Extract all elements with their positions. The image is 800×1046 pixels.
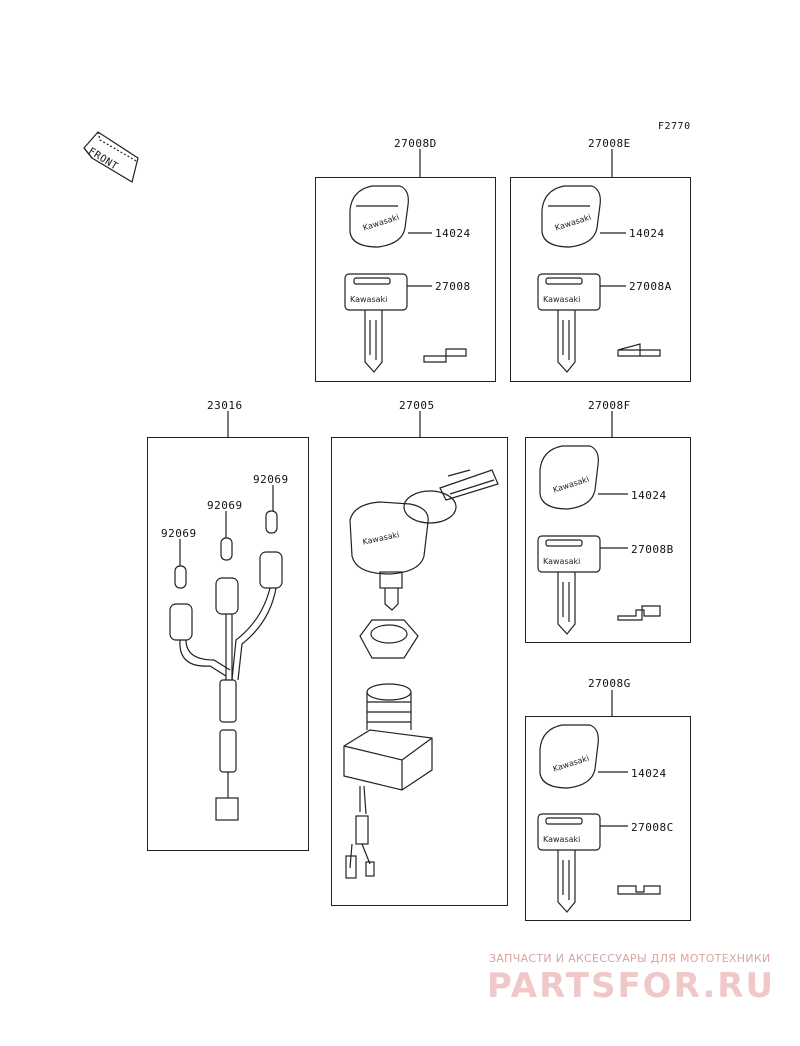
group-box-27008d (315, 177, 496, 382)
group-box-27008e (510, 177, 691, 382)
harness-drawing (169, 510, 283, 821)
part-number-key-cap: 14024 (631, 489, 667, 502)
part-number-fuse: 92069 (253, 473, 289, 486)
part-number-23016: 23016 (207, 399, 243, 412)
key-shape-symbol (617, 343, 661, 357)
key-drawing: Kawasaki (344, 273, 408, 373)
key-shape-symbol (423, 348, 467, 363)
part-number-key: 27008B (631, 543, 674, 556)
group-box-27005 (331, 437, 508, 906)
key-drawing: Kawasaki (537, 273, 601, 373)
part-number-key-cap: 14024 (629, 227, 665, 240)
svg-text:Kawasaki: Kawasaki (543, 295, 580, 304)
part-number-27005: 27005 (399, 399, 435, 412)
watermark-tagline: ЗАПЧАСТИ И АКСЕССУАРЫ ДЛЯ МОТОТЕХНИКИ (489, 952, 771, 965)
part-number-key-cap: 14024 (631, 767, 667, 780)
part-number-key-cap: 14024 (435, 227, 471, 240)
svg-text:Kawasaki: Kawasaki (543, 835, 580, 844)
key-shape-symbol (617, 885, 661, 895)
part-number-key: 27008 (435, 280, 471, 293)
part-number-27008d: 27008D (394, 137, 437, 150)
figure-code: F2770 (658, 121, 691, 132)
front-arrow-icon (83, 131, 139, 183)
group-box-27008f (525, 437, 691, 643)
part-number-27008g: 27008G (588, 677, 631, 690)
part-number-27008f: 27008F (588, 399, 631, 412)
part-number-fuse: 92069 (207, 499, 243, 512)
part-number-27008e: 27008E (588, 137, 631, 150)
key-drawing: Kawasaki (537, 535, 601, 635)
svg-text:Kawasaki: Kawasaki (350, 295, 387, 304)
part-number-fuse: 92069 (161, 527, 197, 540)
svg-text:Kawasaki: Kawasaki (543, 557, 580, 566)
part-number-key: 27008C (631, 821, 674, 834)
key-drawing: Kawasaki (537, 813, 601, 913)
part-number-key: 27008A (629, 280, 672, 293)
watermark-logo: PARTSFOR.RU (487, 966, 776, 1006)
group-box-23016 (147, 437, 309, 851)
key-shape-symbol (617, 605, 661, 621)
group-box-27008g (525, 716, 691, 921)
